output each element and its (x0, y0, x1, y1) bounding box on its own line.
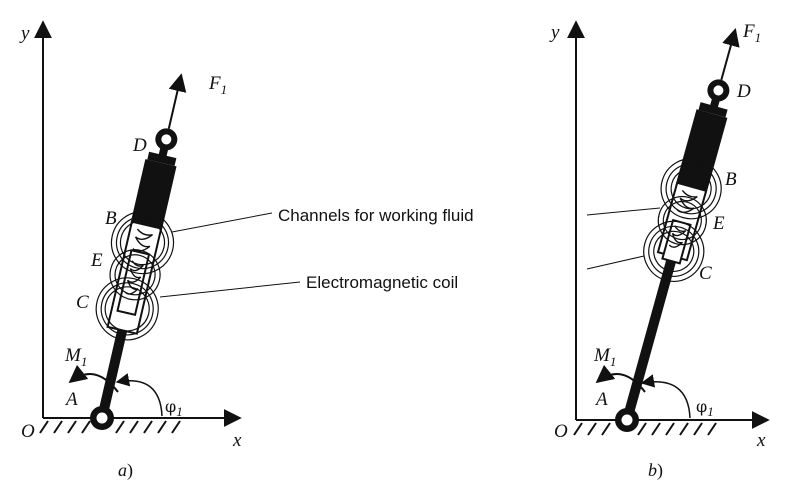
coil-ring-c (643, 220, 705, 282)
label-b: B (105, 208, 117, 229)
force-label: F1 (742, 21, 761, 45)
coil-ring-e (657, 195, 707, 246)
cylinder-body (675, 109, 728, 195)
force-arrow (167, 73, 187, 129)
angle-label: φ1 (696, 397, 714, 419)
origin-label: O (554, 421, 568, 442)
damper-strut (95, 73, 187, 420)
label-d: D (132, 135, 147, 156)
cylinder-collar (698, 102, 728, 118)
ground-hatching (573, 422, 717, 436)
y-axis-label: y (19, 23, 30, 44)
svg-text:b): b) (648, 460, 663, 481)
moment-label: M1 (593, 345, 616, 369)
coil-ring-e (109, 249, 161, 301)
coil-ring-b (110, 211, 175, 275)
moment-arrow (68, 364, 119, 393)
label-e: E (90, 250, 103, 271)
label-c: C (699, 263, 712, 284)
label-a: A (594, 389, 608, 410)
label-a: A (64, 389, 78, 410)
x-axis-label: x (756, 430, 766, 451)
label-c: C (76, 292, 89, 313)
label-b: B (725, 169, 737, 190)
callout-channels: Channels for working fluid (278, 206, 474, 225)
angle-label: φ1 (165, 397, 183, 419)
leader-channels-a (171, 212, 273, 233)
mount-stem (709, 99, 720, 109)
damper-strut (622, 27, 740, 422)
coil-ring-b (660, 158, 722, 220)
ground-hatching (39, 420, 181, 434)
panel-b: y x O (549, 20, 770, 481)
label-e: E (712, 213, 725, 234)
svg-text:a): a) (118, 460, 133, 481)
spring-coils (124, 228, 153, 295)
svg-text:φ1: φ1 (696, 397, 714, 419)
coil-ring-c (95, 277, 159, 341)
caption-b: b) (648, 460, 663, 481)
leader-channels-b (586, 207, 661, 216)
svg-text:M1: M1 (64, 345, 87, 369)
caption-a: a) (118, 460, 133, 481)
mount-stem (158, 148, 168, 158)
force-arrow (720, 27, 740, 81)
moment-label: M1 (64, 345, 87, 369)
force-label: F1 (208, 73, 227, 97)
leader-coil-b (586, 255, 645, 270)
cylinder-body (130, 159, 177, 233)
cylinder-collar (147, 151, 177, 166)
label-d: D (736, 81, 751, 102)
origin-label: O (21, 421, 35, 442)
panel-a: y x O (19, 20, 301, 481)
svg-text:φ1: φ1 (165, 397, 183, 419)
x-axis-label: x (232, 430, 242, 451)
svg-text:F1: F1 (208, 73, 227, 97)
spring-coils (668, 190, 698, 248)
angle-arc (115, 373, 163, 417)
angle-arc (640, 374, 691, 419)
svg-text:F1: F1 (742, 21, 761, 45)
piston-rod (622, 250, 679, 422)
leader-coil-a (159, 281, 301, 298)
svg-text:M1: M1 (593, 345, 616, 369)
callout-coil: Electromagnetic coil (306, 273, 458, 292)
y-axis-label: y (549, 22, 560, 43)
